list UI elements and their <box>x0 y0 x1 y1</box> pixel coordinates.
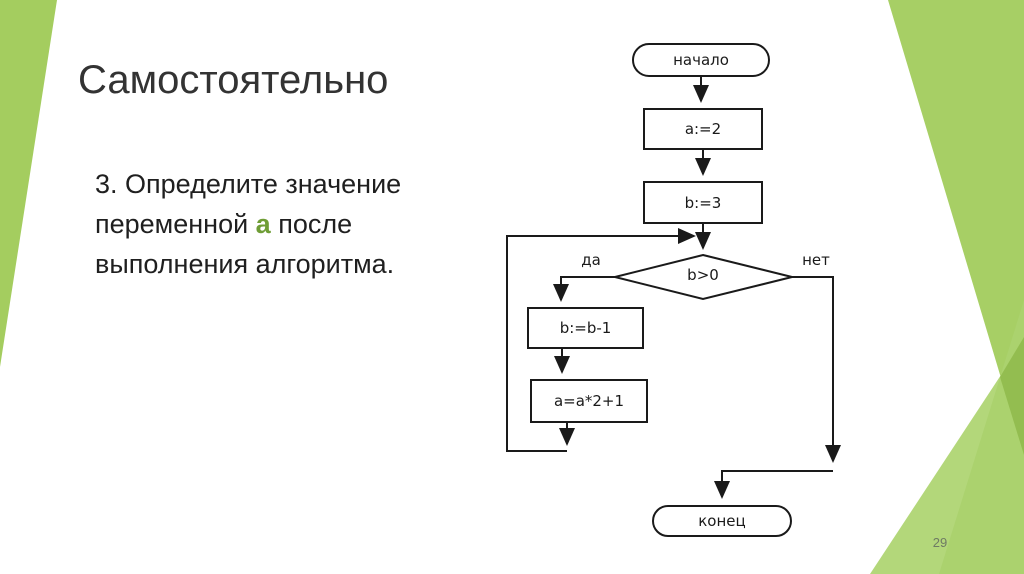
start-node-label: начало <box>673 51 729 69</box>
variable-a-highlight: a <box>255 209 271 239</box>
connector-loop-back <box>506 228 696 452</box>
left-green-wedge-shape <box>0 0 57 367</box>
flowchart-end-node: конец <box>652 505 792 537</box>
bottom-right-medium-triangle-shape <box>939 300 1024 574</box>
connector-yes-branch <box>553 276 615 302</box>
assign-a-label: a:=2 <box>684 120 722 138</box>
flowchart-decrement-node: b:=b-1 <box>527 307 644 349</box>
flowchart-assign-a-node: a:=2 <box>643 108 763 150</box>
top-right-green-wedge-shape <box>888 0 1024 455</box>
no-branch-label: нет <box>802 251 830 269</box>
task-line-3: выполнения алгоритма. <box>95 249 395 279</box>
connector-no-branch-down <box>792 276 841 463</box>
yes-branch-label: да <box>581 251 601 269</box>
flowchart-update-a-node: a=a*2+1 <box>530 379 648 423</box>
task-line-1: 3. Определите значение <box>95 169 402 199</box>
task-line-2: переменной a после <box>95 209 353 239</box>
slide-page-number: 29 <box>932 535 948 550</box>
end-node-label: конец <box>698 512 746 530</box>
assign-b-label: b:=3 <box>684 193 722 212</box>
decrement-label: b:=b-1 <box>559 319 612 337</box>
condition-label: b>0 <box>687 266 719 284</box>
condition-diamond <box>614 253 793 301</box>
page-title: Самостоятельно <box>78 58 389 102</box>
flowchart-assign-b-node: b:=3 <box>643 181 763 224</box>
bottom-right-dark-overlap-shape <box>1000 337 1024 455</box>
flowchart-start-node: начало <box>632 43 770 77</box>
connector-no-branch-to-end <box>714 470 833 499</box>
update-a-label: a=a*2+1 <box>553 392 625 410</box>
task-text: 3. Определите значение переменной a посл… <box>95 164 401 284</box>
